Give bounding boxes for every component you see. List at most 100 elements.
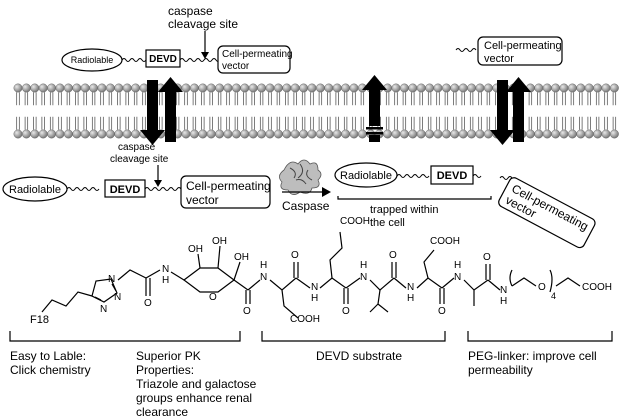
galactose-ring — [183, 267, 235, 293]
caption-pk-line2: Properties: — [136, 363, 194, 377]
top-devd-text: DEVD — [149, 54, 177, 65]
lipid-head — [97, 129, 107, 139]
lipid-head — [114, 129, 124, 139]
lipid-head — [189, 83, 199, 93]
left-down-arrowhead — [140, 130, 165, 145]
lipid-head — [610, 83, 619, 93]
triazole-n1: N — [108, 274, 115, 285]
peg-bracket-left — [509, 269, 513, 287]
middle-block-bar-2 — [366, 132, 383, 135]
lipid-head — [576, 129, 586, 139]
lipid-head — [181, 83, 191, 93]
lipid-head — [450, 83, 460, 93]
lipid-head — [257, 83, 266, 93]
triazole-n2: N — [114, 292, 121, 303]
lipid-head — [106, 129, 115, 139]
lipid-head — [80, 83, 90, 93]
probe-chemical-structure: F18 N N N O N H O OH OH OH O N H — [30, 216, 612, 326]
lipid-head — [131, 83, 141, 93]
lipid-head — [526, 129, 535, 139]
mid-linker-2 — [144, 187, 182, 191]
lipid-head — [22, 83, 31, 93]
mid-right-radiolable-ellipse — [334, 162, 398, 188]
lipid-head — [38, 129, 48, 139]
amide4-h: H — [360, 260, 367, 271]
top-cleavage-label-line1: caspase — [168, 4, 213, 18]
lipid-head — [89, 83, 99, 93]
mid-vector-box — [180, 175, 271, 209]
lipid-head — [467, 129, 476, 139]
lipid-head — [38, 83, 48, 93]
ala-o: O — [483, 252, 491, 263]
lipid-head — [610, 129, 619, 139]
caption-bracket-right — [467, 331, 613, 342]
caption-devd-substrate: DEVD substrate — [316, 349, 402, 363]
lipid-head — [534, 83, 544, 93]
mid-right-linker — [396, 174, 430, 178]
middle-up-arrow-shaft — [369, 88, 380, 126]
lipid-head — [206, 83, 216, 93]
caspase-label: Caspase — [282, 199, 330, 213]
mid-cleavage-label-line1: caspase — [118, 142, 156, 153]
amide7-h: H — [500, 296, 507, 307]
right-down-arrowhead — [490, 130, 515, 145]
lipid-head — [399, 83, 409, 93]
lipid-head — [30, 83, 40, 93]
lipid-head — [383, 129, 392, 139]
peg-cooh: COOH — [582, 282, 612, 293]
lipid-head — [458, 129, 468, 139]
lipid-head — [131, 129, 141, 139]
mid-linker-1 — [66, 187, 100, 191]
lipid-head — [299, 83, 308, 93]
lipid-head — [257, 129, 266, 139]
caption-click-line2: Click chemistry — [10, 363, 91, 377]
lipid-head — [282, 129, 292, 139]
top-vector-line2: vector — [222, 61, 250, 72]
lipid-head — [425, 83, 434, 93]
lipid-head — [30, 129, 40, 139]
mid-vector-line1: Cell-permeating — [186, 179, 271, 193]
lipid-head — [475, 129, 485, 139]
lipid-head — [198, 129, 208, 139]
lipid-head — [307, 83, 317, 93]
amide3-n: N — [311, 282, 318, 293]
right-top-vector-line1: Cell-permeating — [484, 40, 562, 52]
lipid-head — [441, 129, 451, 139]
lipid-head — [206, 129, 216, 139]
lipid-head — [64, 129, 73, 139]
left-down-arrow-shaft — [147, 80, 158, 132]
lipid-head — [408, 83, 418, 93]
lipid-head — [315, 129, 325, 139]
lipid-head — [408, 129, 418, 139]
trapped-bracket — [337, 196, 492, 200]
lipid-head — [189, 129, 199, 139]
lipid-head — [534, 129, 544, 139]
lipid-head — [458, 83, 468, 93]
lipid-head — [223, 83, 233, 93]
lipid-head — [122, 83, 132, 93]
lipid-head — [265, 129, 275, 139]
top-radiolable-text: Radiolable — [71, 55, 114, 65]
trapped-line1: trapped within — [370, 204, 439, 216]
amide6-h: H — [454, 260, 461, 271]
lipid-head — [601, 83, 611, 93]
lipid-head — [341, 83, 350, 93]
amide2-o: O — [243, 306, 251, 317]
amide5-h: H — [407, 293, 414, 304]
mid-cleavage-arrowhead — [154, 180, 162, 187]
caption-pk-line4: groups enhance renal — [136, 391, 252, 405]
lipid-head — [13, 83, 23, 93]
lipid-head — [559, 83, 569, 93]
peg-o: O — [538, 282, 546, 293]
lipid-head — [307, 129, 317, 139]
top-vector-box — [217, 45, 291, 74]
mid-radiolable-text: Radiolable — [9, 184, 61, 196]
amide5-n: N — [407, 282, 414, 293]
right-efflux-arrows — [490, 77, 531, 145]
lipid-head — [399, 129, 409, 139]
lipid-head — [467, 83, 476, 93]
lipid-head — [248, 129, 258, 139]
lipid-head — [475, 83, 485, 93]
lipid-head — [13, 129, 23, 139]
lipid-head — [391, 129, 401, 139]
